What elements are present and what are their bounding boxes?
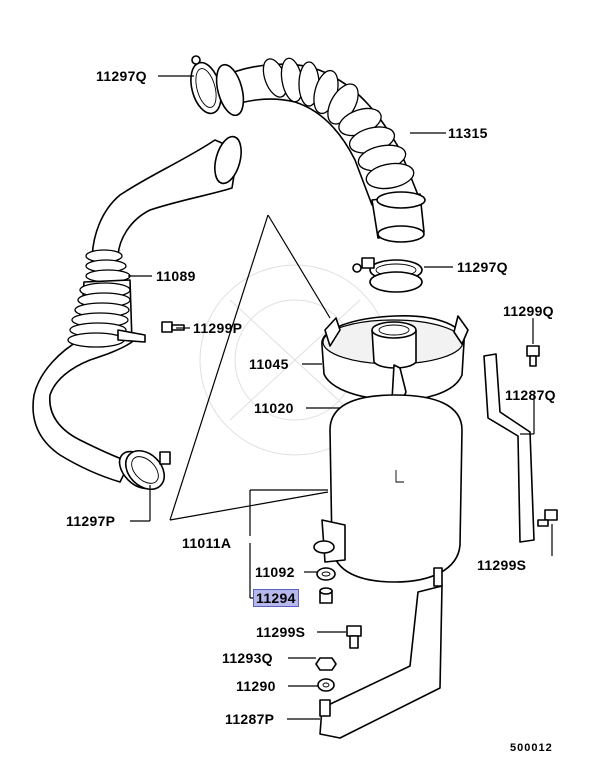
bolt-11299s-right <box>537 509 558 527</box>
label-11297q-mid: 11297Q <box>457 259 508 275</box>
air-duct-11089 <box>32 135 242 490</box>
label-11299p: 11299P <box>193 320 243 336</box>
bracket-11287q <box>483 353 535 543</box>
label-11293q: 11293Q <box>222 650 273 666</box>
label-11011a: 11011A <box>182 535 232 551</box>
hose-clamp-11297p <box>124 449 171 491</box>
label-11290: 11290 <box>236 678 276 694</box>
leader-lines <box>128 75 553 720</box>
label-11297p: 11297P <box>66 513 116 529</box>
bracket-11287p <box>319 567 443 739</box>
air-cleaner-cover-11045 <box>321 315 469 411</box>
label-11294[interactable]: 11294 <box>253 589 299 607</box>
label-11287q: 11287Q <box>505 387 556 403</box>
nut-11293q <box>315 657 337 671</box>
label-11299q: 11299Q <box>503 303 554 319</box>
air-cleaner-case-11011a <box>313 394 463 583</box>
label-11092: 11092 <box>255 564 295 580</box>
label-11299s-right: 11299S <box>477 557 527 573</box>
hose-clamp-11297q-mid <box>352 257 423 293</box>
label-11089: 11089 <box>156 268 196 284</box>
washer-11290 <box>317 678 335 692</box>
label-11045: 11045 <box>249 356 289 372</box>
diagram-code: 500012 <box>510 742 553 754</box>
label-11299s-bottom: 11299S <box>256 624 306 640</box>
hose-clamp-11297q-top <box>190 55 245 117</box>
bolt-11299s-bottom <box>346 625 362 649</box>
label-11315: 11315 <box>448 125 488 141</box>
bolt-11299p <box>161 321 185 333</box>
bolt-11299q <box>526 345 540 367</box>
intake-duct-11315 <box>214 57 426 243</box>
grommet-11092 <box>316 567 336 581</box>
label-11287p: 11287P <box>225 711 275 727</box>
label-11297q-top: 11297Q <box>96 68 147 84</box>
collar-11294 <box>319 587 333 604</box>
label-11020: 11020 <box>254 400 294 416</box>
